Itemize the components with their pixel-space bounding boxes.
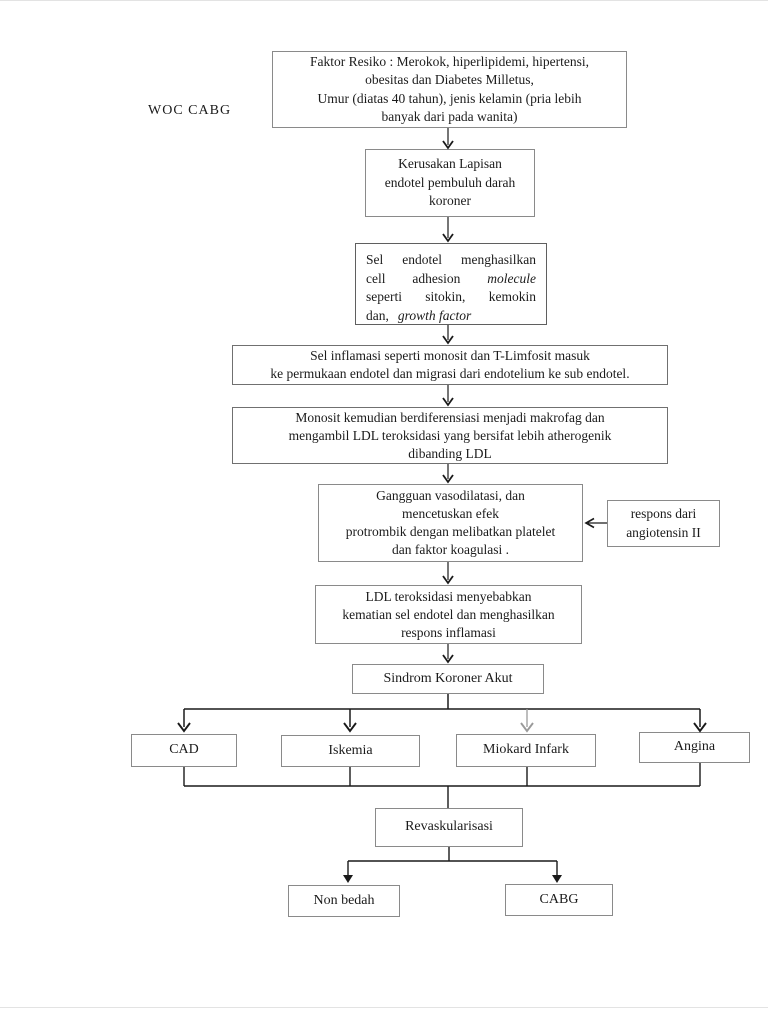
page-title: WOC CABG	[148, 103, 232, 118]
box-cabg: CABG	[505, 884, 613, 916]
branch-tree	[177, 694, 707, 733]
box-iskemia: Iskemia	[281, 735, 420, 767]
box-revascularization: Revaskularisasi	[375, 808, 523, 847]
box-miokard-infark: Miokard Infark	[456, 734, 596, 767]
arrow-monocyte-to-vasodilation	[442, 464, 454, 484]
page-edge-top	[0, 0, 768, 1]
arrow-ldl-to-acs	[442, 644, 454, 664]
box-monocyte: Monosit kemudian berdiferensiasi menjadi…	[232, 407, 668, 464]
arrow-inflammation-to-monocyte	[442, 385, 454, 407]
box-angiotensin: respons dari angiotensin II	[607, 500, 720, 547]
box-endothel-damage: Kerusakan Lapisan endotel pembuluh darah…	[365, 149, 535, 217]
collector-tree	[183, 763, 701, 808]
box-cad: CAD	[131, 734, 237, 767]
box-ldl-oxidized: LDL teroksidasi menyebabkan kematian sel…	[315, 585, 582, 644]
arrow-vasodilation-to-ldl	[442, 562, 454, 585]
box-vasodilation: Gangguan vasodilatasi, dan mencetuskan e…	[318, 484, 583, 562]
outcome-tree	[347, 847, 558, 877]
arrow-adhesion-to-inflammation	[442, 325, 454, 345]
box-angina: Angina	[639, 732, 750, 763]
arrow-risk-to-damage	[442, 128, 454, 150]
box-non-bedah: Non bedah	[288, 885, 400, 917]
branch-arrow-miokard	[520, 709, 534, 733]
arrow-damage-to-adhesion	[442, 217, 454, 243]
box-risk-factors: Faktor Resiko : Merokok, hiperlipidemi, …	[272, 51, 627, 128]
box-acs: Sindrom Koroner Akut	[352, 664, 544, 694]
page-edge-bottom	[0, 1007, 768, 1008]
outcome-arrowheads	[343, 875, 562, 883]
arrow-angiotensin-to-vasodilation	[584, 517, 607, 529]
box-inflammation-cells: Sel inflamasi seperti monosit dan T-Limf…	[232, 345, 668, 385]
